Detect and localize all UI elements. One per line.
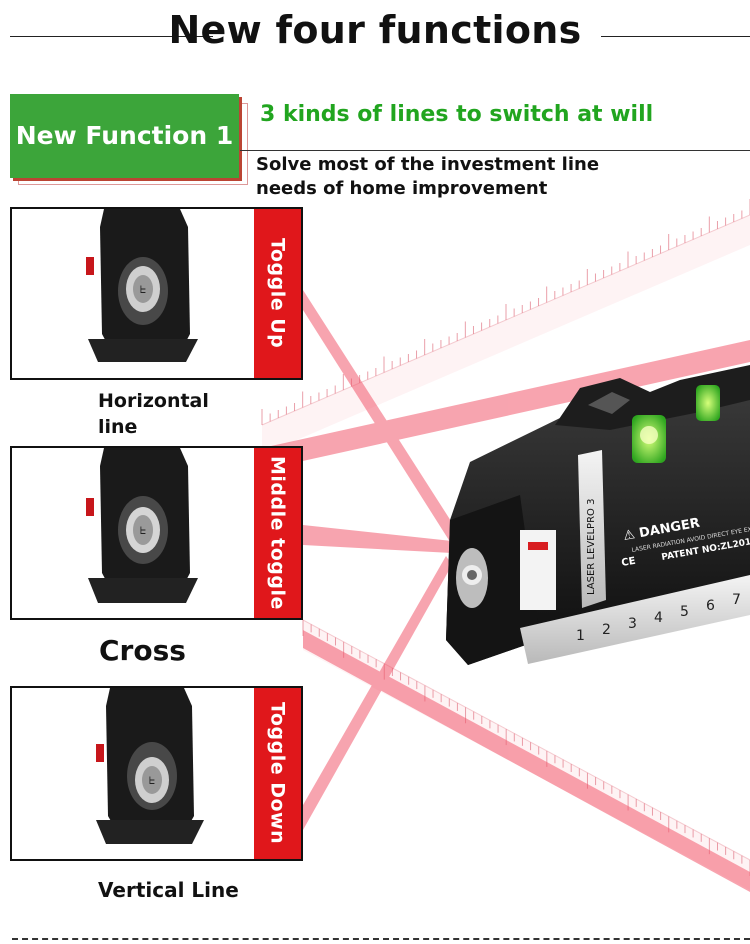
caption-horizontal-line: Horizontal line <box>98 390 209 438</box>
tape-number: 5 <box>680 604 689 620</box>
middle-toggle-tab: Middle toggle <box>254 448 301 618</box>
mode-panel-horizontal: ᖶ Toggle Up <box>10 207 303 380</box>
tape-number: 1 <box>576 628 585 644</box>
feature-subtitle: 3 kinds of lines to switch at will <box>260 102 654 127</box>
device-front-view-middle: ᖶ <box>86 448 198 603</box>
toggle-down-label: Toggle Down <box>266 702 289 845</box>
title-rule-right <box>601 36 750 37</box>
svg-text:ᖶ: ᖶ <box>140 285 146 296</box>
svg-text:ᖶ: ᖶ <box>140 526 146 537</box>
svg-text:CE: CE <box>621 556 637 569</box>
toggle-down-tab: Toggle Down <box>254 688 301 859</box>
tape-number: 7 <box>732 592 741 608</box>
tape-number: 2 <box>602 622 611 638</box>
toggle-up-label: Toggle Up <box>266 238 289 349</box>
svg-text:ᖶ: ᖶ <box>149 776 155 787</box>
laser-level-device: LASER LEVELPRO 3 ⚠ DANGER LASER RADIATIO… <box>446 365 750 665</box>
laser-beams <box>262 290 750 892</box>
device-front-view-up: ᖶ <box>86 209 198 362</box>
tape-number: 3 <box>628 616 637 632</box>
tape-number: 6 <box>706 598 715 614</box>
page-title: New four functions <box>168 8 582 52</box>
caption-vertical-line: Vertical Line <box>98 878 239 902</box>
middle-toggle-label: Middle toggle <box>266 456 289 610</box>
caption-cross: Cross <box>99 634 186 667</box>
mode-panel-vertical: ᖶ Toggle Down <box>10 686 303 861</box>
subtitle-divider <box>240 150 750 151</box>
title-rule-left <box>10 36 213 37</box>
device-model-label: LASER LEVELPRO 3 <box>586 499 597 595</box>
feature-description: Solve most of the investment line needs … <box>256 154 600 199</box>
function-badge: New Function 1 <box>10 94 239 178</box>
tape-number: 4 <box>654 610 663 626</box>
toggle-up-tab: Toggle Up <box>254 209 301 378</box>
device-front-view-down: ᖶ <box>96 688 204 844</box>
bottom-divider <box>12 938 750 940</box>
mode-panel-cross: ᖶ Middle toggle <box>10 446 303 620</box>
